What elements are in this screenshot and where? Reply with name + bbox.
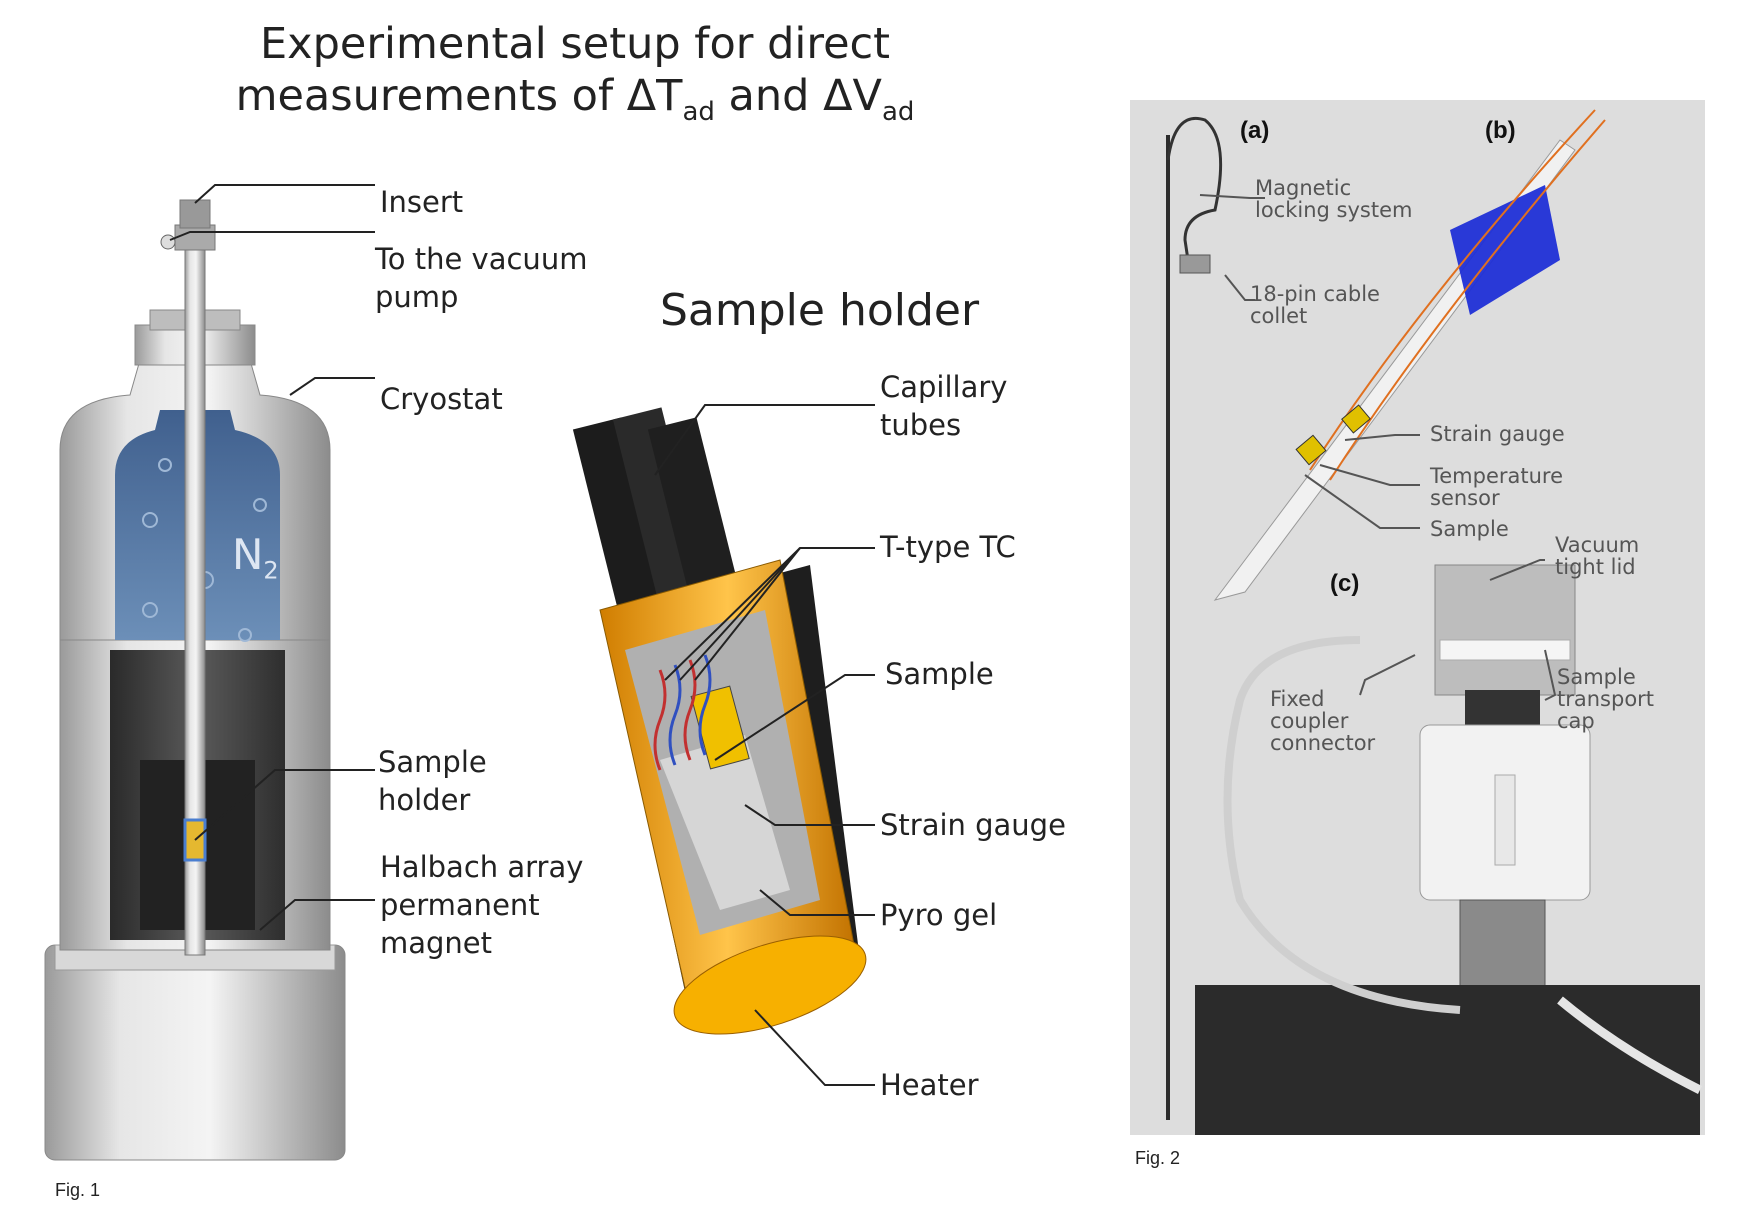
label-heater: Heater	[880, 1068, 979, 1102]
title-sub-ad-2: ad	[881, 97, 915, 127]
label-strain-gauge: Strain gauge	[880, 808, 1066, 842]
title-line-2: measurements of ΔTad and ΔVad	[150, 70, 1000, 138]
label-sample: Sample	[885, 657, 994, 691]
title-delta-v: and ΔV	[714, 71, 882, 121]
panel-a-label: (a)	[1240, 117, 1270, 144]
n2-letter: N	[232, 530, 264, 579]
panel-c-label: (c)	[1330, 570, 1360, 597]
cryostat-base	[44, 944, 346, 1161]
title-line-1: Experimental setup for direct	[259, 19, 891, 69]
main-title: Experimental setup for direct measuremen…	[150, 18, 1000, 138]
label-transport-cap: Sample transport cap	[1557, 665, 1655, 733]
fig2-caption: Fig. 2	[1135, 1148, 1181, 1168]
label-t-type-tc: T-type TC	[880, 530, 1016, 564]
sample-holder-drawing	[572, 407, 867, 1035]
label-capillary-tubes: Capillary tubes	[880, 370, 1008, 442]
label-insert: Insert	[380, 185, 464, 219]
label-halbach-magnet: Halbach array permanent magnet	[380, 850, 584, 960]
label-magnetic-locking: Magnetic locking system	[1255, 176, 1413, 222]
label-temperature-sensor: Temperature sensor	[1430, 464, 1564, 510]
label-n2: N2	[232, 530, 279, 584]
label-cable-collet: 18-pin cable collet	[1250, 282, 1380, 328]
n2-sub: 2	[263, 556, 279, 585]
fig1-caption: Fig. 1	[55, 1180, 101, 1200]
label-vacuum-lid: Vacuum tight lid	[1555, 533, 1640, 579]
fig2-photo-panel	[1130, 100, 1705, 1135]
label-pyro-gel: Pyro gel	[880, 898, 998, 932]
title-sub-ad-1: ad	[682, 97, 715, 127]
label-sample-holder: Sample holder	[378, 745, 487, 817]
label-cryostat: Cryostat	[380, 382, 503, 416]
label-fig2-sample: Sample	[1430, 517, 1509, 541]
sample-holder-title: Sample holder	[660, 285, 980, 336]
title-delta-t: measurements of ΔT	[235, 71, 683, 121]
panel-b-label: (b)	[1485, 117, 1516, 144]
label-fig2-strain-gauge: Strain gauge	[1430, 422, 1565, 446]
label-fixed-coupler: Fixed coupler connector	[1270, 687, 1376, 755]
label-vacuum-pump: To the vacuum pump	[375, 242, 588, 314]
